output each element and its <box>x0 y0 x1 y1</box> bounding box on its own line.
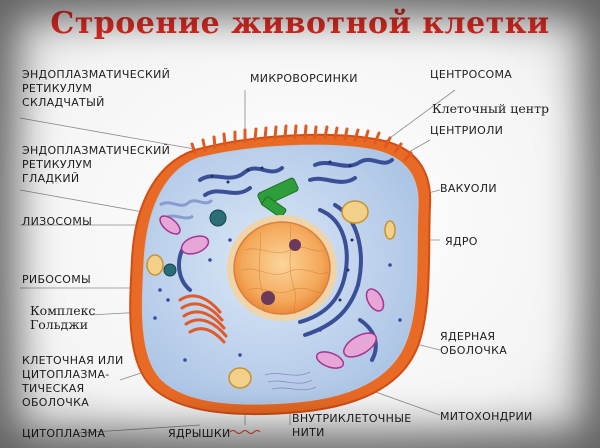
microvilli <box>190 124 413 162</box>
label-filaments: ВНУТРИКЛЕТОЧНЫЕ НИТИ <box>292 412 412 439</box>
diagram-title: Строение животной клетки <box>50 6 550 41</box>
nucleoli-underline <box>229 430 261 434</box>
label-lysosomes: ЛИЗОСОМЫ <box>22 215 93 228</box>
label-er-rough: ЭНДОПЛАЗМАТИЧЕСКИЙ РЕТИКУЛУМ СКЛАДЧАТЫЙ <box>22 68 171 109</box>
label-centrioles: ЦЕНТРИОЛИ <box>430 124 504 137</box>
label-nuclear-envelope: ЯДЕРНАЯ ОБОЛОЧКА <box>440 330 508 357</box>
label-nucleoli: ЯДРЫШКИ <box>168 427 231 440</box>
label-golgi: Комплекс Гольджи <box>30 303 96 332</box>
golgi <box>178 294 228 344</box>
centrosome <box>257 177 299 218</box>
label-centrosome: ЦЕНТРОСОМА <box>430 68 513 81</box>
lysosomes <box>163 209 227 277</box>
label-mitochondria: МИТОХОНДРИИ <box>440 410 533 423</box>
vacuoles <box>146 200 396 389</box>
label-microvilli: МИКРОВОРСИНКИ <box>250 72 358 85</box>
label-nucleus: ЯДРО <box>445 235 478 248</box>
er-ribosome-dots <box>210 160 354 302</box>
filaments <box>264 371 317 391</box>
label-vacuoles: ВАКУОЛИ <box>440 182 497 195</box>
label-cell-center: Клеточный центр <box>432 101 549 116</box>
label-cytoplasm: ЦИТОПЛАЗМА <box>22 427 106 440</box>
label-er-smooth: ЭНДОПЛАЗМАТИЧЕСКИЙ РЕТИКУЛУМ ГЛАДКИЙ <box>22 144 171 185</box>
mitochondria <box>159 215 385 369</box>
label-ribosomes: РИБОСОМЫ <box>22 273 92 286</box>
ribosomes <box>153 238 402 362</box>
nucleus <box>227 215 337 321</box>
label-membrane: КЛЕТОЧНАЯ ИЛИ ЦИТОПЛАЗМА- ТИЧЕСКАЯ ОБОЛО… <box>22 354 124 409</box>
